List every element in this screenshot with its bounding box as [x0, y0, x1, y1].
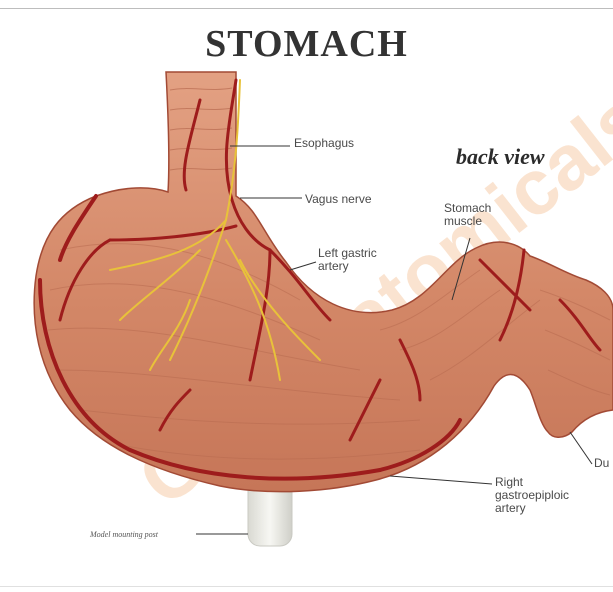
label-right-gastroepiploic-artery: Right gastroepiploic artery: [495, 476, 569, 515]
label-esophagus: Esophagus: [294, 137, 354, 150]
label-vagus-nerve: Vagus nerve: [305, 193, 372, 206]
label-duodenum: Du: [594, 457, 609, 470]
stomach-body: [34, 72, 613, 492]
label-stomach-muscle: Stomach muscle: [444, 202, 491, 228]
label-left-gastric-artery: Left gastric artery: [318, 247, 377, 273]
label-model-mounting-post: Model mounting post: [90, 528, 158, 541]
diagram-title: STOMACH: [0, 22, 613, 66]
view-label: back view: [456, 144, 545, 170]
